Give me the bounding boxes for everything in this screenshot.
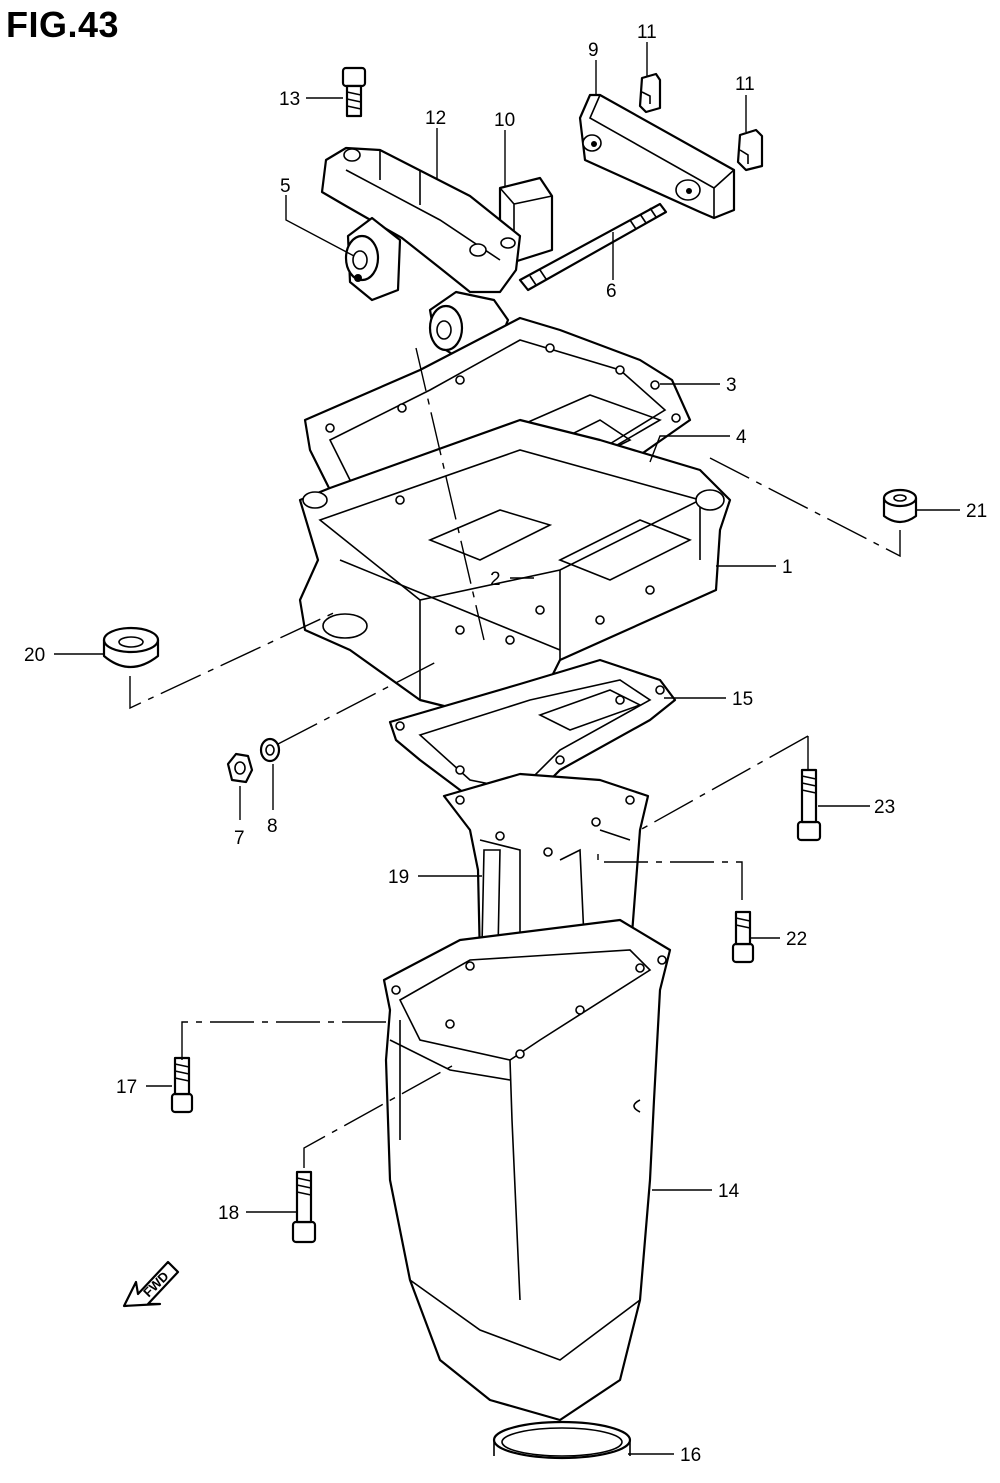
- part-1-adapter-plate[interactable]: [298, 418, 732, 722]
- part-11-clip-a[interactable]: [638, 72, 662, 114]
- callout-20: 20: [24, 645, 45, 666]
- callout-1: 1: [782, 557, 793, 578]
- callout-17: 17: [116, 1077, 137, 1098]
- callout-22: 22: [786, 929, 807, 950]
- assembly-lines: [129, 347, 901, 1168]
- callout-16: 16: [680, 1445, 701, 1466]
- part-9-bracket[interactable]: [578, 93, 736, 220]
- callout-4: 4: [736, 427, 747, 448]
- part-20-grommet[interactable]: [102, 626, 160, 668]
- callout-23: 23: [874, 797, 895, 818]
- callout-5: 5: [280, 176, 291, 197]
- callout-21: 21: [966, 501, 987, 522]
- callout-12: 12: [425, 108, 446, 129]
- callout-8: 8: [267, 816, 278, 837]
- callout-11a: 11: [637, 22, 657, 43]
- part-12-upper-mount[interactable]: [320, 146, 522, 294]
- part-18-bolt[interactable]: [291, 1170, 317, 1244]
- part-13-bolt[interactable]: [341, 66, 367, 118]
- part-7-nut[interactable]: [226, 752, 254, 784]
- callout-11b: 11: [735, 74, 755, 95]
- callout-10: 10: [494, 110, 515, 131]
- figure-title: FIG.43: [6, 4, 120, 45]
- callout-2: 2: [490, 569, 501, 590]
- callout-15: 15: [732, 689, 753, 710]
- callout-9: 9: [588, 40, 599, 61]
- part-11-clip-b[interactable]: [736, 128, 764, 172]
- callout-6: 6: [606, 281, 617, 302]
- part-14-lower-housing[interactable]: [382, 918, 672, 1422]
- callout-13: 13: [279, 89, 300, 110]
- part-5-rubber-mount[interactable]: [344, 216, 402, 302]
- callout-19: 19: [388, 867, 409, 888]
- part-21-collar[interactable]: [882, 488, 918, 524]
- part-17-bolt[interactable]: [170, 1056, 194, 1114]
- part-23-bolt[interactable]: [796, 768, 822, 842]
- part-15-lower-gasket[interactable]: [388, 658, 677, 822]
- part-16-seal-ring[interactable]: [492, 1420, 632, 1460]
- part-8-washer[interactable]: [259, 737, 281, 763]
- callout-18: 18: [218, 1203, 239, 1224]
- part-22-bolt[interactable]: [731, 910, 755, 964]
- callout-14: 14: [718, 1181, 740, 1202]
- leader-lines: [54, 42, 960, 1455]
- fwd-arrow-icon: FWD: [122, 1260, 180, 1308]
- callout-7: 7: [234, 828, 245, 849]
- callout-3: 3: [726, 375, 737, 396]
- part-6-stud[interactable]: [518, 202, 668, 292]
- callout-labels: 9 11 11 13 12 10 5 6 3 4 21 1 2 20 15 23…: [24, 22, 987, 1466]
